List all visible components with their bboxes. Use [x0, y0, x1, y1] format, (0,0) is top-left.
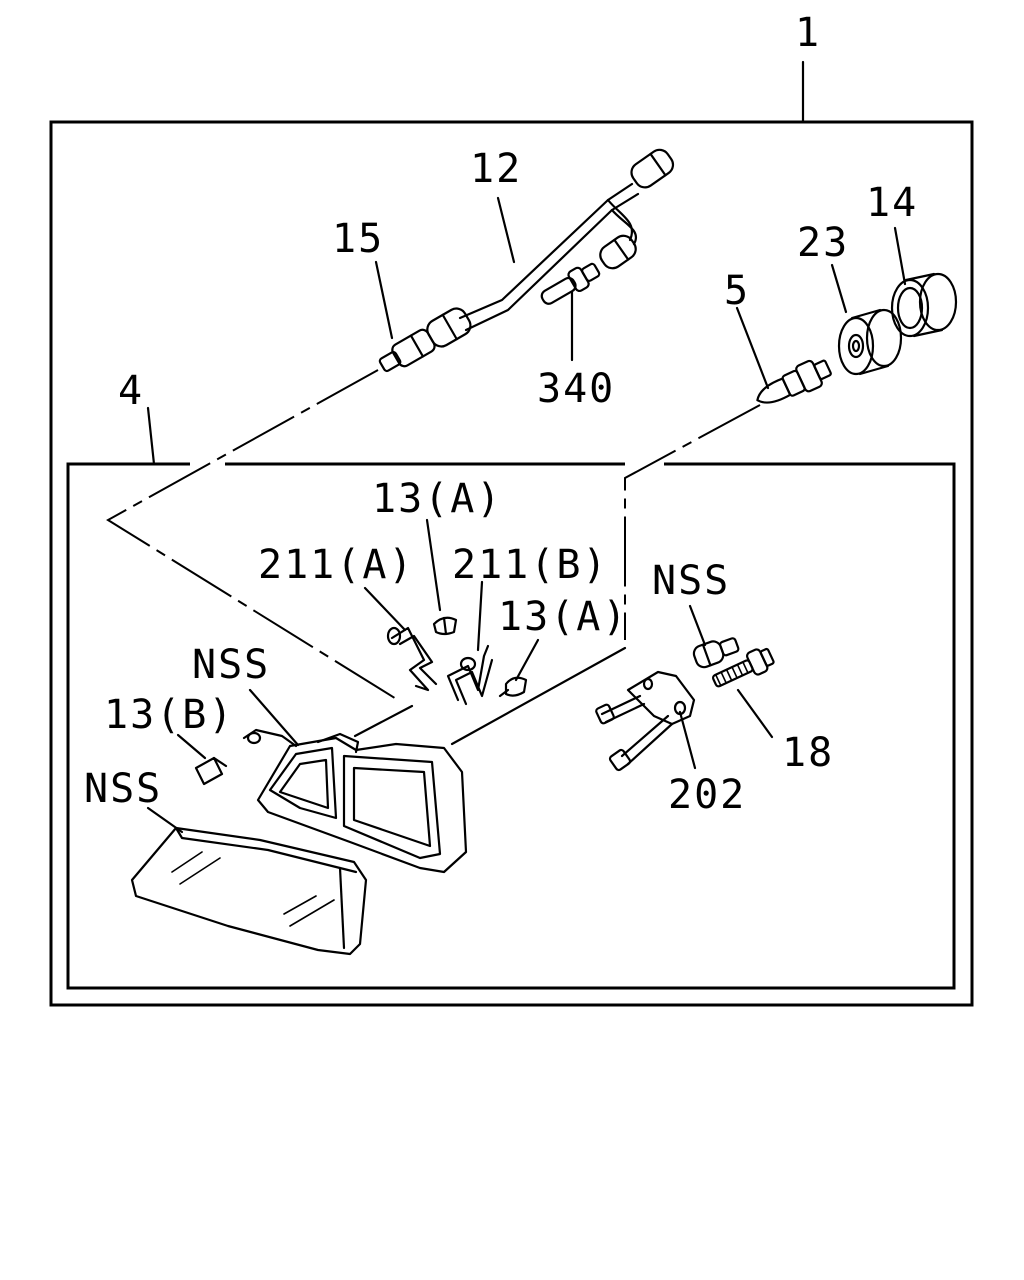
callout-211a: 211(A) — [258, 542, 415, 588]
nss-lens — [130, 826, 368, 956]
callout-340: 340 — [537, 366, 615, 412]
seal-ring-14 — [890, 272, 958, 338]
callout-18: 18 — [782, 730, 834, 776]
callout-nss-right: NSS — [652, 558, 730, 604]
callout-211b: 211(B) — [452, 542, 609, 588]
assembly-path-left-lower — [353, 704, 414, 738]
callout-23: 23 — [797, 220, 849, 266]
callout-5: 5 — [724, 268, 750, 314]
assembly-path-right — [624, 404, 761, 640]
assembly-path-left — [106, 369, 399, 701]
callout-13a-top: 13(A) — [372, 476, 502, 522]
clip-13a-lower — [498, 676, 528, 698]
callout-nss-housing: NSS — [192, 642, 270, 688]
bracket-202 — [595, 670, 696, 772]
grommet-23 — [837, 308, 903, 376]
callout-13a-right: 13(A) — [498, 594, 628, 640]
callout-12: 12 — [470, 146, 522, 192]
nss-lamp-housing — [242, 728, 468, 874]
callout-13b: 13(B) — [104, 692, 234, 738]
callout-4: 4 — [118, 368, 144, 414]
callout-labels: 1 12 14 15 23 5 340 4 13(A) 211(A) 211(B… — [84, 10, 918, 818]
callout-202: 202 — [668, 772, 746, 818]
callout-1: 1 — [795, 10, 821, 56]
bulb-5 — [756, 359, 832, 404]
bulb-socket-15 — [378, 328, 436, 373]
nss-grommet-right — [692, 637, 740, 669]
callout-nss-lens: NSS — [84, 766, 162, 812]
callout-14: 14 — [866, 180, 918, 226]
clip-13a-upper — [432, 616, 458, 636]
clip-13b — [194, 756, 228, 786]
leader-lines — [146, 60, 907, 834]
screw-18 — [711, 647, 775, 688]
callout-15: 15 — [332, 216, 384, 262]
bulb-340 — [540, 262, 601, 305]
spring-clip-211a — [386, 626, 438, 692]
outer-assembly-frame — [49, 120, 974, 1007]
assembly-path-right-lower — [450, 646, 627, 746]
wiring-harness-12 — [426, 148, 675, 348]
inner-assembly-frame — [66, 462, 956, 990]
spring-clip-211b — [446, 644, 494, 706]
